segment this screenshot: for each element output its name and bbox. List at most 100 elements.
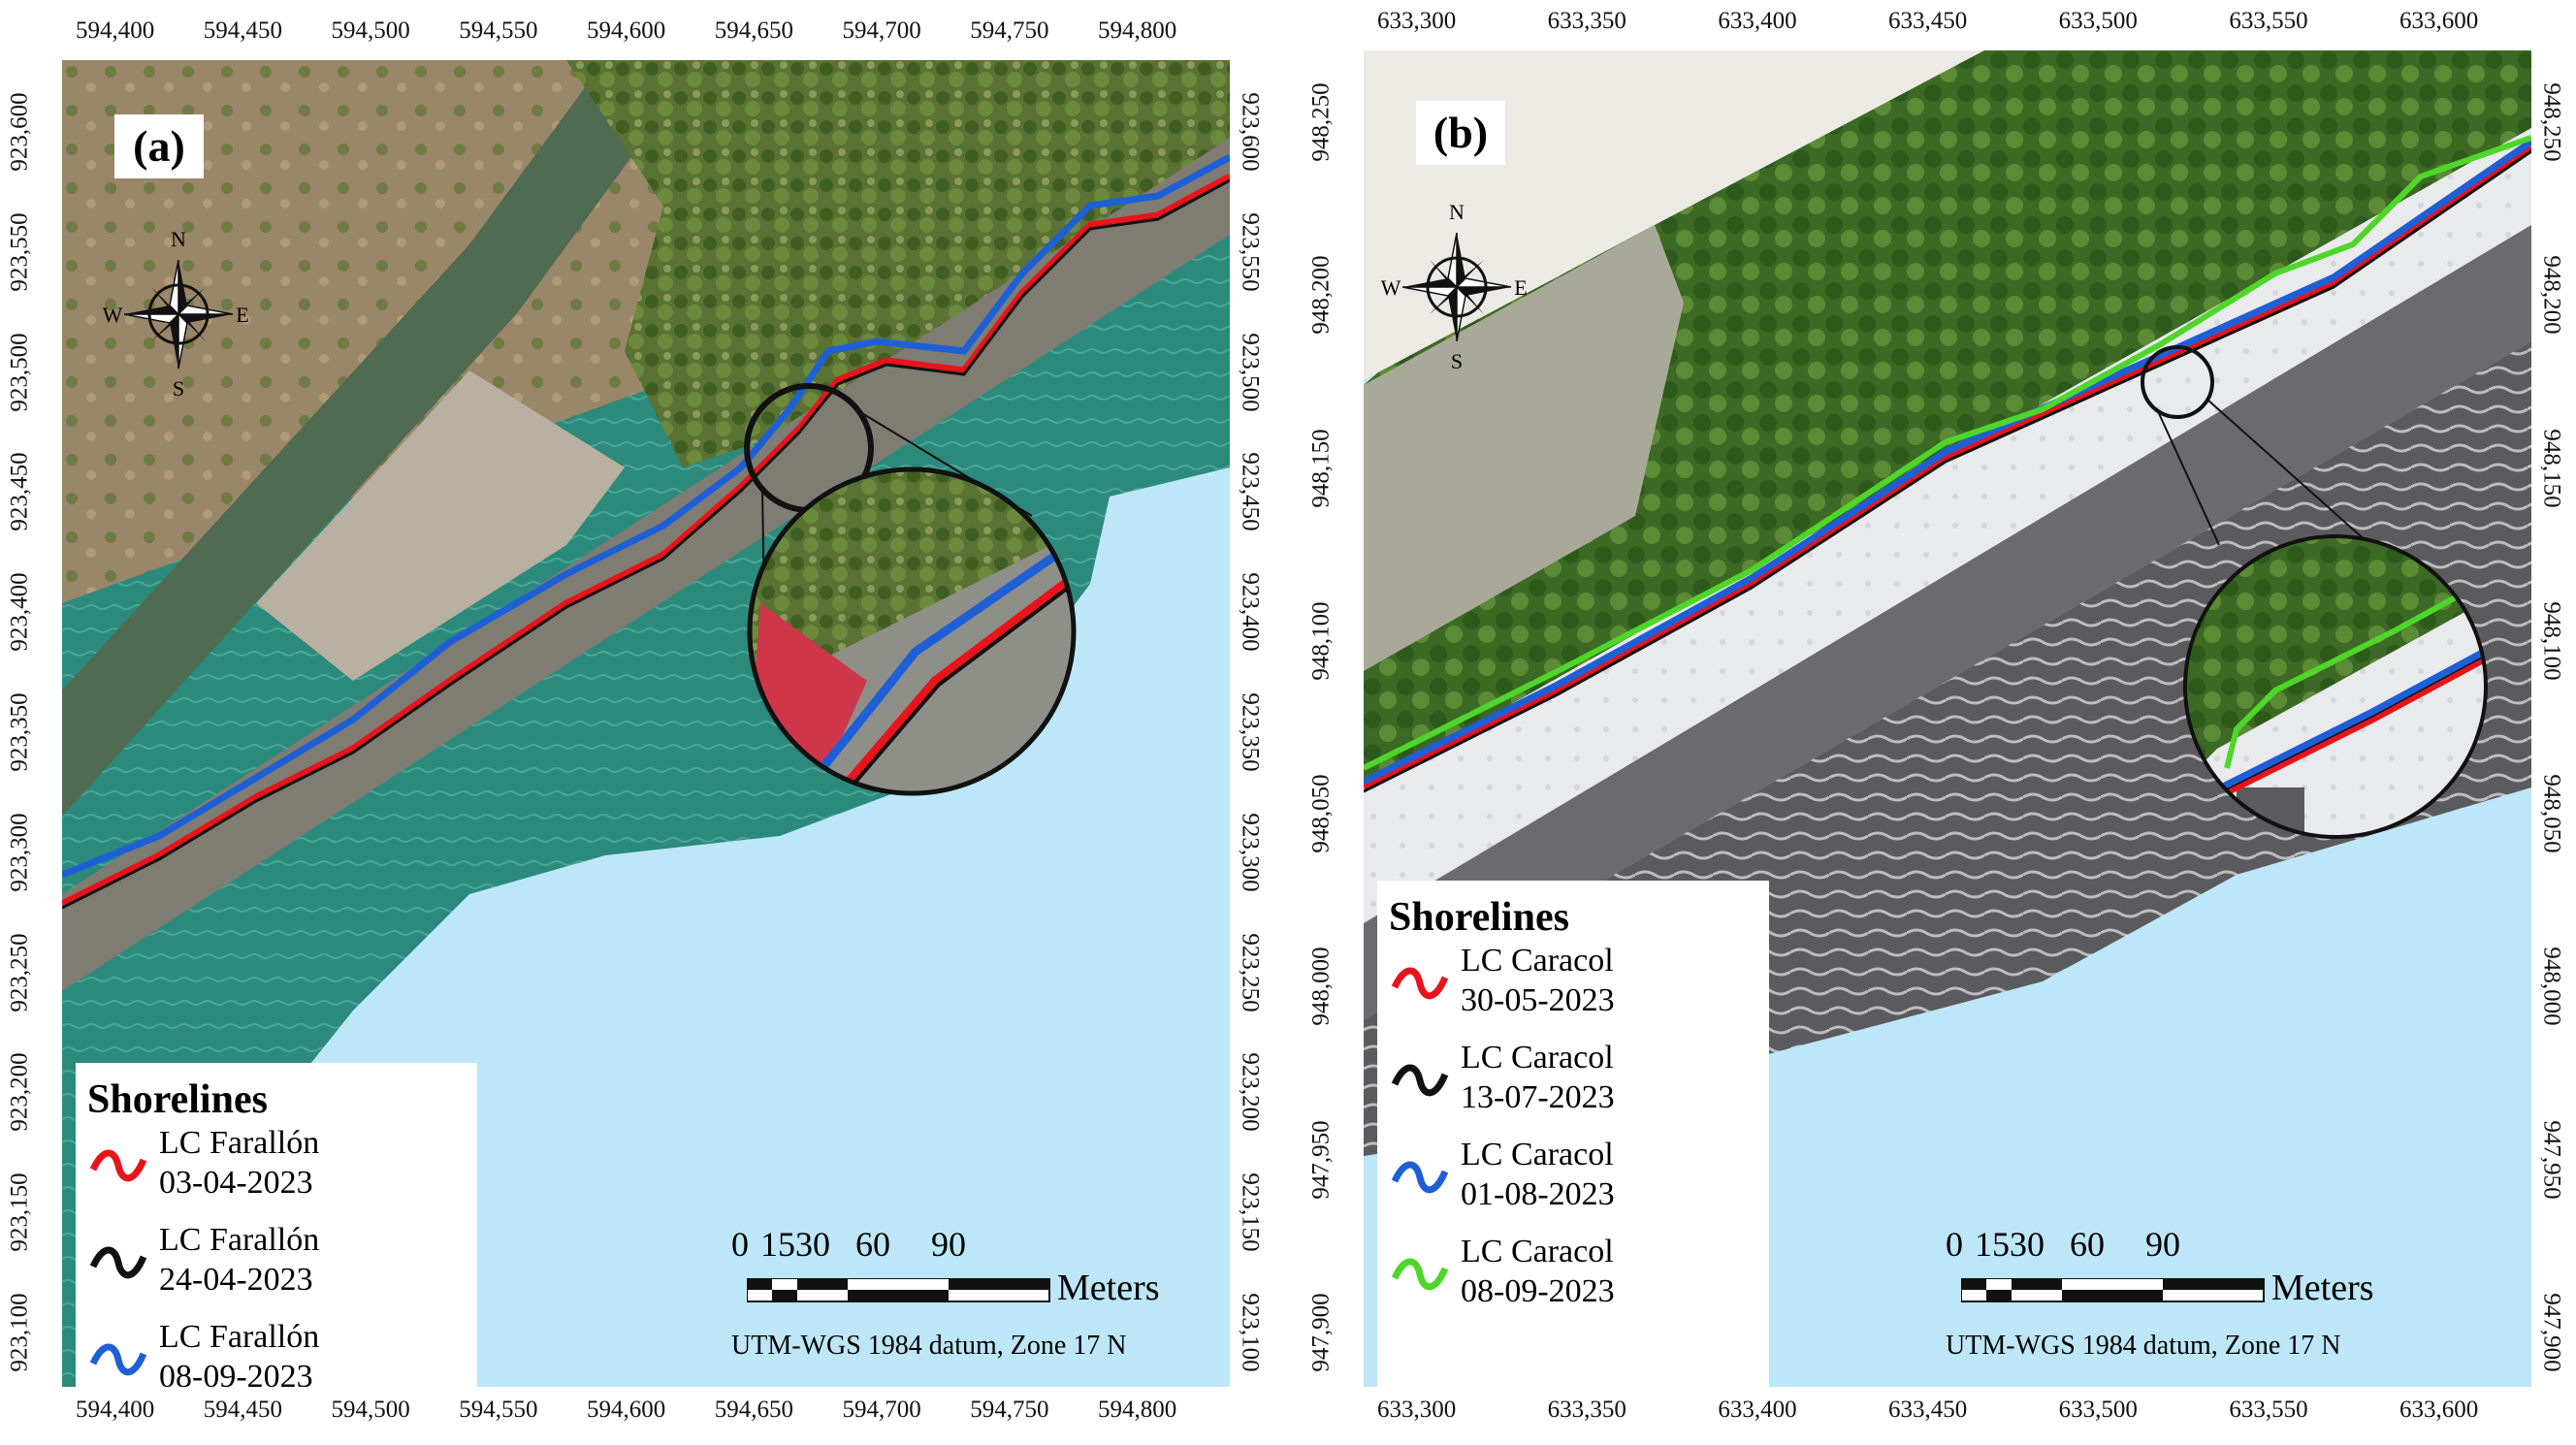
x-tick-label: 594,800 bbox=[1098, 17, 1177, 44]
scale-unit: Meters bbox=[2271, 1268, 2374, 1308]
panel-label-b: (b) bbox=[1416, 101, 1505, 165]
panel-label-a: (a) bbox=[114, 114, 204, 178]
map-frame-a: (a) N S E W Shorelines LC Farallón 03-04-… bbox=[62, 60, 1230, 1387]
x-tick-label: 633,350 bbox=[1547, 1397, 1626, 1423]
scale-bar-graphic bbox=[1961, 1278, 2265, 1302]
x-tick-label: 594,500 bbox=[331, 1397, 410, 1423]
y-tick-label: 948,000 bbox=[1307, 947, 1335, 1027]
x-tick-label: 594,550 bbox=[459, 17, 538, 44]
x-tick-label: 594,600 bbox=[587, 1397, 666, 1423]
scale-unit: Meters bbox=[1057, 1268, 1160, 1308]
legend-title: Shorelines bbox=[1389, 895, 1569, 940]
x-tick-label: 594,450 bbox=[203, 17, 282, 44]
y-tick-label: 923,450 bbox=[6, 452, 33, 532]
y-tick-label: 923,500 bbox=[1237, 332, 1264, 412]
x-tick-label: 594,700 bbox=[842, 17, 921, 44]
compass-rose-icon: N S E W bbox=[103, 227, 249, 400]
x-tick-label: 594,550 bbox=[459, 1397, 538, 1423]
scale-label: 60 bbox=[855, 1225, 890, 1264]
x-tick-label: 594,500 bbox=[331, 17, 410, 44]
scale-label: 15 bbox=[1975, 1225, 2010, 1264]
compass-w: W bbox=[103, 303, 123, 327]
x-tick-label: 633,400 bbox=[1718, 1397, 1797, 1423]
x-tick-label: 633,300 bbox=[1377, 1397, 1457, 1423]
legend-item-date: 03-04-2023 bbox=[159, 1165, 313, 1201]
y-tick-label: 923,250 bbox=[1237, 932, 1264, 1012]
legend-swatch bbox=[1391, 1161, 1449, 1194]
legend-item-name: LC Caracol bbox=[1461, 943, 1614, 979]
x-tick-label: 633,550 bbox=[2229, 8, 2308, 34]
datum-text: UTM-WGS 1984 datum, Zone 17 N bbox=[731, 1331, 1127, 1361]
y-tick-label: 923,100 bbox=[6, 1293, 33, 1372]
x-tick-label: 633,350 bbox=[1547, 8, 1626, 34]
y-tick-label: 948,200 bbox=[1307, 255, 1335, 335]
y-tick-label: 923,200 bbox=[6, 1052, 33, 1133]
scale-label: 30 bbox=[795, 1225, 830, 1264]
y-tick-label: 923,400 bbox=[6, 572, 33, 652]
legend-item-date: 24-04-2023 bbox=[159, 1262, 313, 1298]
y-tick-label: 923,150 bbox=[1237, 1172, 1264, 1252]
x-tick-label: 594,400 bbox=[76, 17, 155, 44]
y-tick-label: 923,500 bbox=[6, 332, 33, 412]
y-tick-label: 948,000 bbox=[2538, 947, 2565, 1027]
y-tick-label: 948,100 bbox=[2538, 601, 2565, 681]
scale-label: 30 bbox=[2010, 1225, 2045, 1264]
y-tick-label: 923,400 bbox=[1237, 572, 1264, 652]
x-tick-label: 633,450 bbox=[1888, 1397, 1968, 1423]
y-tick-label: 923,300 bbox=[1237, 813, 1264, 892]
y-tick-label: 923,350 bbox=[6, 692, 33, 772]
y-tick-label: 948,250 bbox=[1307, 82, 1335, 162]
y-tick-label: 923,600 bbox=[1237, 92, 1264, 172]
x-tick-label: 633,550 bbox=[2229, 1397, 2308, 1423]
legend-swatch bbox=[1391, 967, 1449, 1000]
compass-n: N bbox=[171, 227, 186, 251]
x-tick-label: 633,450 bbox=[1888, 8, 1968, 34]
legend-item-name: LC Farallón bbox=[159, 1125, 320, 1161]
legend-swatch bbox=[89, 1149, 147, 1182]
x-tick-label: 594,800 bbox=[1098, 1397, 1177, 1423]
y-tick-label: 947,950 bbox=[2538, 1120, 2565, 1200]
y-tick-label: 923,600 bbox=[6, 92, 33, 172]
scale-bar-graphic bbox=[747, 1278, 1050, 1302]
y-tick-label: 923,100 bbox=[1237, 1293, 1264, 1372]
compass-s: S bbox=[1451, 349, 1463, 372]
legend-item-name: LC Caracol bbox=[1461, 1040, 1614, 1076]
x-tick-label: 633,600 bbox=[2399, 8, 2479, 34]
compass-n: N bbox=[1449, 200, 1465, 224]
y-tick-label: 923,550 bbox=[6, 212, 33, 292]
y-tick-label: 948,050 bbox=[1307, 774, 1335, 853]
y-tick-label: 948,250 bbox=[2538, 82, 2565, 162]
legend-title: Shorelines bbox=[87, 1077, 268, 1122]
y-tick-label: 923,350 bbox=[1237, 692, 1264, 772]
y-tick-label: 923,150 bbox=[6, 1172, 33, 1252]
scale-label: 90 bbox=[931, 1225, 966, 1264]
legend-item-date: 13-07-2023 bbox=[1461, 1079, 1615, 1115]
legend-item: LC Farallón 03-04-2023 bbox=[159, 1123, 319, 1203]
legend-swatch bbox=[89, 1343, 147, 1376]
legend-item-name: LC Farallón bbox=[159, 1319, 320, 1355]
y-tick-label: 923,250 bbox=[6, 932, 33, 1012]
legend-item-name: LC Caracol bbox=[1461, 1137, 1614, 1172]
compass-e: E bbox=[1514, 275, 1527, 300]
compass-rose-icon: N S E W bbox=[1381, 200, 1528, 372]
legend-item-name: LC Caracol bbox=[1461, 1234, 1614, 1269]
x-tick-label: 594,450 bbox=[203, 1397, 282, 1423]
scale-label: 60 bbox=[2070, 1225, 2105, 1264]
x-tick-label: 633,500 bbox=[2058, 8, 2138, 34]
x-tick-label: 594,400 bbox=[76, 1397, 155, 1423]
x-tick-label: 633,500 bbox=[2058, 1397, 2138, 1423]
scale-label: 15 bbox=[760, 1225, 795, 1264]
scale-label: 90 bbox=[2145, 1225, 2180, 1264]
